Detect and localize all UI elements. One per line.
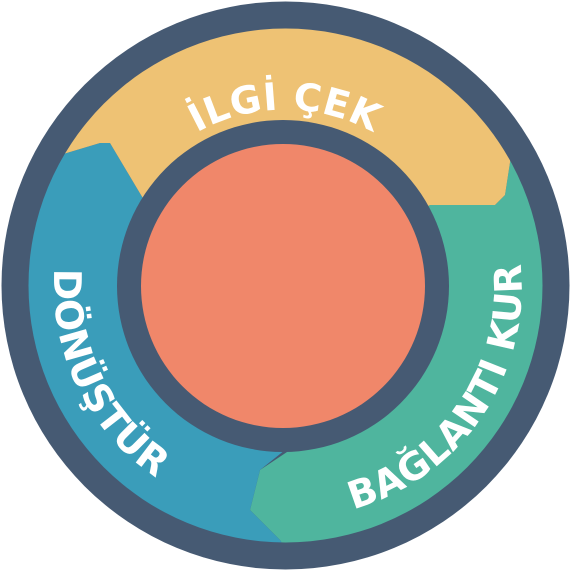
center-circle	[141, 144, 425, 428]
